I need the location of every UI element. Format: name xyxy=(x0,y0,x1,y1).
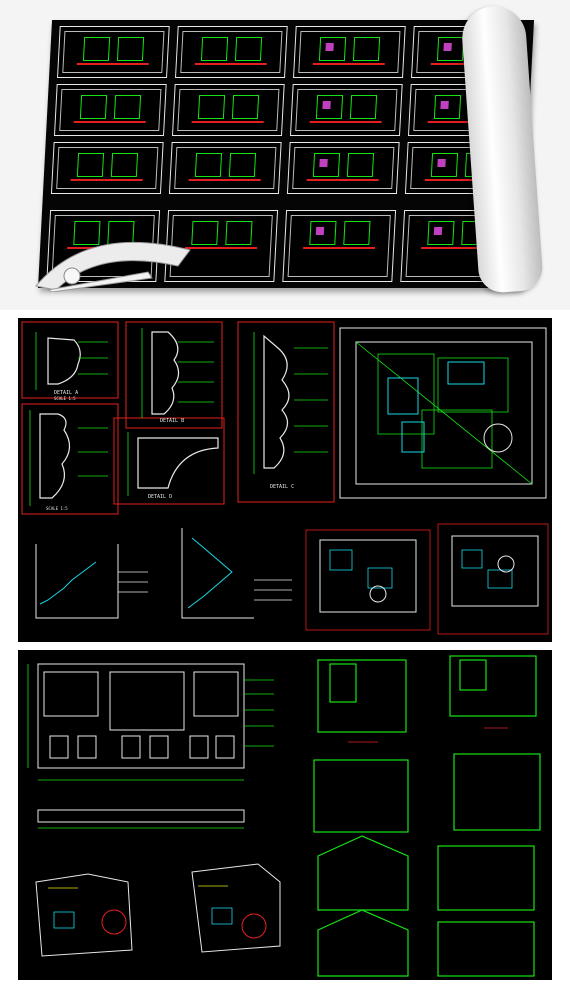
detail-d-label: DETAIL D xyxy=(148,494,172,500)
detail-b-label: DETAIL B xyxy=(160,418,184,424)
thumbnail-fill xyxy=(437,159,446,167)
thumbnail-frame xyxy=(177,89,280,131)
thumbnail-dimension xyxy=(312,63,385,65)
thumbnail-dimension xyxy=(303,247,376,249)
thumbnail-drawing xyxy=(228,153,257,177)
protractor-icon xyxy=(35,241,191,292)
thumbnail-frame xyxy=(292,147,395,189)
sheet-thumbnail xyxy=(289,84,403,136)
thumbnail-dimension xyxy=(188,179,261,181)
thumbnail-dimension xyxy=(76,63,149,65)
sheet-preview-panel xyxy=(0,0,570,310)
detail-a-label: DETAIL A xyxy=(54,390,78,396)
thumbnail-drawing xyxy=(76,153,105,177)
thumbnail-drawing xyxy=(343,221,371,245)
thumbnail-frame xyxy=(295,89,398,131)
thumbnail-fill xyxy=(433,227,443,235)
thumbnail-frame xyxy=(59,89,162,131)
thumbnail-drawing xyxy=(225,221,253,245)
sheet-thumbnail xyxy=(168,142,282,194)
sheet-thumbnail xyxy=(286,142,400,194)
thumbnail-drawing xyxy=(234,37,263,61)
thumbnail-frame xyxy=(174,147,277,189)
thumbnail-fill xyxy=(443,43,452,51)
thumbnail-drawing xyxy=(197,95,226,119)
details-drawing: DETAIL A SCALE 1:5 DETAIL B DETAIL C DET… xyxy=(21,321,549,635)
thumbnail-drawing xyxy=(110,153,139,177)
thumbnail-dimension xyxy=(70,179,143,181)
thumbnail-dimension xyxy=(73,121,146,123)
sheet-thumbnail xyxy=(171,84,285,136)
sheet-thumbnail xyxy=(282,210,397,282)
thumbnail-drawing xyxy=(116,37,145,61)
thumbnail-fill xyxy=(325,43,334,51)
thumbnail-fill xyxy=(440,101,449,109)
thumbnail-frame xyxy=(62,31,165,73)
thumbnail-drawing xyxy=(346,153,375,177)
sheet-thumbnail xyxy=(53,84,167,136)
thumbnail-dimension xyxy=(309,121,382,123)
thumbnail-dimension xyxy=(194,63,267,65)
thumbnail-fill xyxy=(319,159,328,167)
scale-b-label: SCALE 1:5 xyxy=(46,506,68,511)
drawing-panel-details: DETAIL A SCALE 1:5 DETAIL B DETAIL C DET… xyxy=(18,318,552,642)
thumbnail-drawing xyxy=(349,95,378,119)
thumbnail-fill xyxy=(322,101,331,109)
sheet-thumbnail xyxy=(50,142,164,194)
thumbnail-dimension xyxy=(191,121,264,123)
thumbnail-drawing xyxy=(200,37,229,61)
sheet-thumbnail xyxy=(175,26,288,78)
thumbnail-drawing xyxy=(79,95,108,119)
sheet-thumbnail xyxy=(57,26,170,78)
thumbnail-fill xyxy=(315,227,325,235)
thumbnail-drawing xyxy=(82,37,111,61)
elevations-drawing xyxy=(27,655,541,977)
drawing-panel-elevations xyxy=(18,650,552,980)
thumbnail-drawing xyxy=(231,95,260,119)
thumbnail-frame xyxy=(180,31,283,73)
thumbnail-frame xyxy=(287,215,391,277)
thumbnail-drawing xyxy=(113,95,142,119)
detail-c-label: DETAIL C xyxy=(270,484,294,490)
thumbnail-drawing xyxy=(352,37,381,61)
thumbnail-frame xyxy=(298,31,401,73)
thumbnail-dimension xyxy=(306,179,379,181)
scale-a-label: SCALE 1:5 xyxy=(54,396,76,401)
thumbnail-frame xyxy=(56,147,159,189)
thumbnail-drawing xyxy=(194,153,223,177)
sheet-thumbnail xyxy=(293,26,406,78)
